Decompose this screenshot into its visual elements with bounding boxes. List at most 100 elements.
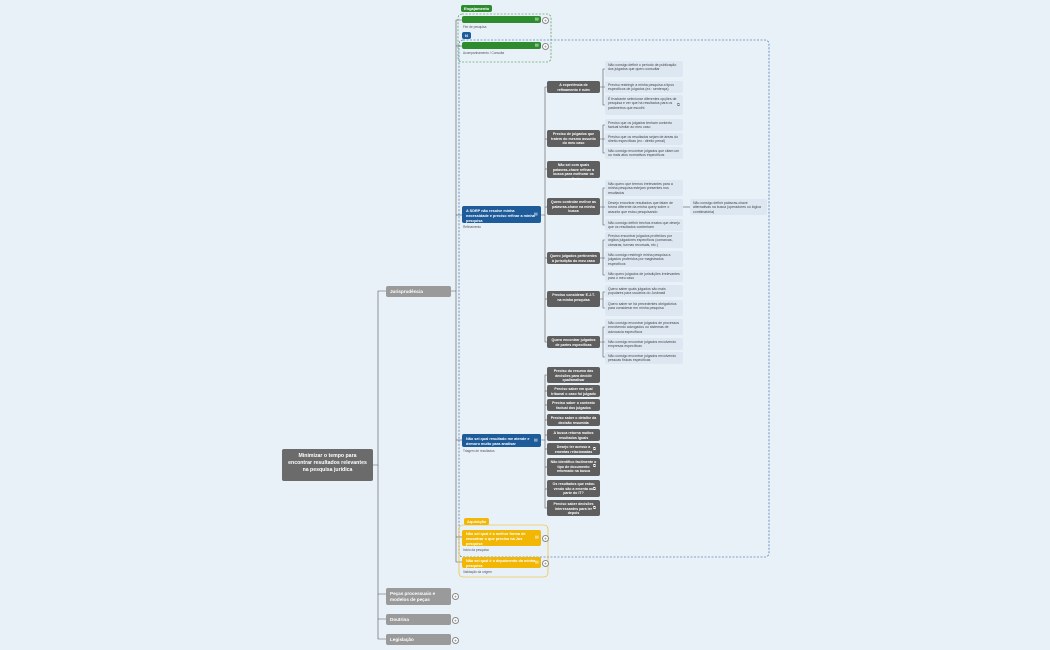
group-label: Preciso de julgados que tratem do mesmo … <box>551 132 596 146</box>
engajamento-item-2-note: Acompanhamento / Consulta <box>463 51 505 55</box>
triagem-note: Triagem de resultados <box>463 449 495 453</box>
engajamento-tag-label: Engajamento <box>464 6 490 11</box>
refinamento-group-3[interactable]: Não sei com quais palavras-chave refinar… <box>547 161 600 182</box>
branch-pecas[interactable]: Peças processuais e modelos de peças <box>386 588 451 605</box>
leaf-text: Não consigo definir palavras-chave alter… <box>693 200 761 214</box>
external-link-icon[interactable]: ⧉ <box>593 505 596 510</box>
note-icon[interactable]: ▤ <box>535 42 539 47</box>
refinamento-group-4[interactable]: Quero controlar melhor as palavras-chave… <box>547 198 600 215</box>
triagem-item-2[interactable]: Preciso saber em qual tribunal o caso fo… <box>547 385 600 397</box>
aquisicao-item-2[interactable]: Não sei qual é o depoimento da minha pes… <box>462 557 541 568</box>
leaf[interactable]: Preciso que os julgados tenham contexto … <box>605 119 683 131</box>
external-link-icon[interactable]: ⧉ <box>677 102 680 107</box>
leaf[interactable]: Preciso encontrar julgados proferidos po… <box>605 232 683 248</box>
leaf-text: Não consigo encontrar julgados envolvend… <box>608 353 677 363</box>
aquisicao-item-1[interactable]: Não sei qual é a melhor forma de encontr… <box>462 530 541 546</box>
n-tag-label: N <box>465 33 468 38</box>
leaf[interactable]: Não consigo definir trechos exatos que d… <box>605 219 683 231</box>
group-label: Quero controlar melhor as palavras-chave… <box>550 200 597 214</box>
group-label: Preciso considerar E.J.T. na minha pesqu… <box>552 293 595 302</box>
refinamento-group-6[interactable]: Preciso considerar E.J.T. na minha pesqu… <box>547 291 600 307</box>
note-icon[interactable]: ▤ <box>534 211 538 216</box>
leaf[interactable]: Não consigo restringir minha pesquisa a … <box>605 251 683 267</box>
refinamento-group-7[interactable]: Quero encontrar julgados de partes espec… <box>547 336 600 348</box>
far-leaf[interactable]: Não consigo definir palavras-chave alter… <box>690 199 767 215</box>
expand-aquisicao-2-icon[interactable]: + <box>542 560 549 567</box>
triagem-topic-label: Não sei qual resultado me atende e demor… <box>466 437 530 446</box>
group-label: A experiência de refinamento é ruim <box>557 83 590 92</box>
leaf[interactable]: É frustrante selecionar diferentes opçõe… <box>605 95 683 115</box>
leaf[interactable]: Preciso que os resultados sejam de áreas… <box>605 133 683 145</box>
branch-jurisprudencia-label: Jurisprudência <box>390 289 423 294</box>
leaf[interactable]: Não consigo definir o período de publica… <box>605 61 683 77</box>
leaf[interactable]: Não quero que termos irrelevantes para a… <box>605 180 683 196</box>
external-link-icon[interactable]: ⧉ <box>593 463 596 468</box>
triagem-item-1[interactable]: Preciso do resumo das decisões para deci… <box>547 367 600 383</box>
branch-jurisprudencia[interactable]: Jurisprudência <box>386 286 451 297</box>
leaf[interactable]: Desejo encontrar resultados que falam de… <box>605 199 683 216</box>
leaf[interactable]: Não consigo encontrar julgados envolvend… <box>605 338 683 350</box>
triagem-item-7[interactable]: Não identifico facilmente o tipo de docu… <box>547 458 600 476</box>
branch-legislacao-label: Legislação <box>390 637 414 642</box>
expand-pecas-icon[interactable]: + <box>452 593 459 600</box>
aquisicao-item-1-note: Início da pesquisa <box>463 548 489 552</box>
triagem-item-6[interactable]: Desejo ter acesso a ementas relacionadas <box>547 443 600 455</box>
root-topic[interactable]: Minimizar o tempo para encontrar resulta… <box>282 449 373 481</box>
external-link-icon[interactable]: ⧉ <box>593 446 596 451</box>
root-topic-label: Minimizar o tempo para encontrar resulta… <box>288 453 367 474</box>
refinamento-group-5[interactable]: Quero julgados pertinentes à jurisdição … <box>547 252 600 264</box>
leaf-text: Preciso encontrar julgados proferidos po… <box>608 233 673 247</box>
triagem-item-label: Preciso saber o detalhe da decisão resum… <box>550 416 597 425</box>
expand-doutrina-icon[interactable]: + <box>452 617 459 624</box>
triagem-item-4[interactable]: Preciso saber o detalhe da decisão resum… <box>547 414 600 426</box>
leaf-text: Desejo encontrar resultados que falam de… <box>608 200 673 214</box>
branch-doutrina[interactable]: Doutrina <box>386 614 451 625</box>
leaf-text: Preciso restringir a minha pesquisa a ti… <box>608 82 674 92</box>
note-icon[interactable]: ▤ <box>535 534 539 539</box>
expand-legislacao-icon[interactable]: + <box>452 637 459 644</box>
refinamento-group-2[interactable]: Preciso de julgados que tratem do mesmo … <box>547 130 600 147</box>
engajamento-item-1[interactable] <box>462 16 541 23</box>
expand-aquisicao-1-icon[interactable]: + <box>542 535 549 542</box>
leaf-text: Não consigo encontrar julgados que citam… <box>608 148 680 158</box>
branch-legislacao[interactable]: Legislação <box>386 634 451 645</box>
leaf[interactable]: Preciso restringir a minha pesquisa a ti… <box>605 81 683 93</box>
triagem-item-label: Preciso saber o contexto factual dos jul… <box>552 401 595 410</box>
triagem-item-9[interactable]: Preciso saber decisões interessantes par… <box>547 500 600 516</box>
note-icon[interactable]: ▤ <box>361 462 365 467</box>
leaf[interactable]: Não consigo encontrar julgados envolvend… <box>605 352 683 364</box>
aquisicao-tag: Aquisição <box>464 518 490 525</box>
expand-engajamento-2-icon[interactable]: + <box>542 43 549 50</box>
leaf-text: É frustrante selecionar diferentes opçõe… <box>608 96 677 110</box>
engajamento-item-2[interactable] <box>462 42 541 49</box>
leaf-text: Não quero que termos irrelevantes para a… <box>608 181 673 195</box>
leaf-text: Não quero julgados de jurisdições irrele… <box>608 271 680 281</box>
triagem-item-label: Preciso do resumo das decisões para deci… <box>553 369 594 383</box>
external-link-icon[interactable]: ⧉ <box>593 486 596 491</box>
note-icon[interactable]: ▤ <box>535 559 539 564</box>
note-icon[interactable]: ▤ <box>534 437 538 442</box>
triagem-item-8[interactable]: Os resultados que estou vendo são a emen… <box>547 480 600 497</box>
leaf[interactable]: Não quero julgados de jurisdições irrele… <box>605 270 683 282</box>
triagem-topic[interactable]: Não sei qual resultado me atende e demor… <box>462 434 541 447</box>
note-icon[interactable]: ▤ <box>535 16 539 21</box>
leaf-text: Preciso que os resultados sejam de áreas… <box>608 134 679 144</box>
leaf[interactable]: Quero saber quais julgados são mais popu… <box>605 285 683 297</box>
group-label: Quero julgados pertinentes à jurisdição … <box>550 254 597 263</box>
leaf[interactable]: Não consigo encontrar julgados que citam… <box>605 147 683 159</box>
leaf[interactable]: Quero saber se há precedentes obrigatóri… <box>605 300 683 316</box>
expand-engajamento-1-icon[interactable]: + <box>542 17 549 24</box>
aquisicao-item-1-label: Não sei qual é a melhor forma de encontr… <box>466 532 526 546</box>
refinamento-topic[interactable]: A SDRP não resolve minha necessidade e p… <box>462 206 541 223</box>
refinamento-group-1[interactable]: A experiência de refinamento é ruim <box>547 81 600 93</box>
leaf-text: Quero saber quais julgados são mais popu… <box>608 286 666 296</box>
group-label: Não sei com quais palavras-chave refinar… <box>552 163 595 182</box>
triagem-item-3[interactable]: Preciso saber o contexto factual dos jul… <box>547 399 600 411</box>
triagem-item-label: A busca retorna muitos resultados iguais <box>553 431 594 440</box>
triagem-item-5[interactable]: A busca retorna muitos resultados iguais <box>547 429 600 441</box>
leaf-text: Quero saber se há precedentes obrigatóri… <box>608 301 677 311</box>
branch-doutrina-label: Doutrina <box>390 617 409 622</box>
leaf[interactable]: Não consigo encontrar julgados de proces… <box>605 319 683 335</box>
